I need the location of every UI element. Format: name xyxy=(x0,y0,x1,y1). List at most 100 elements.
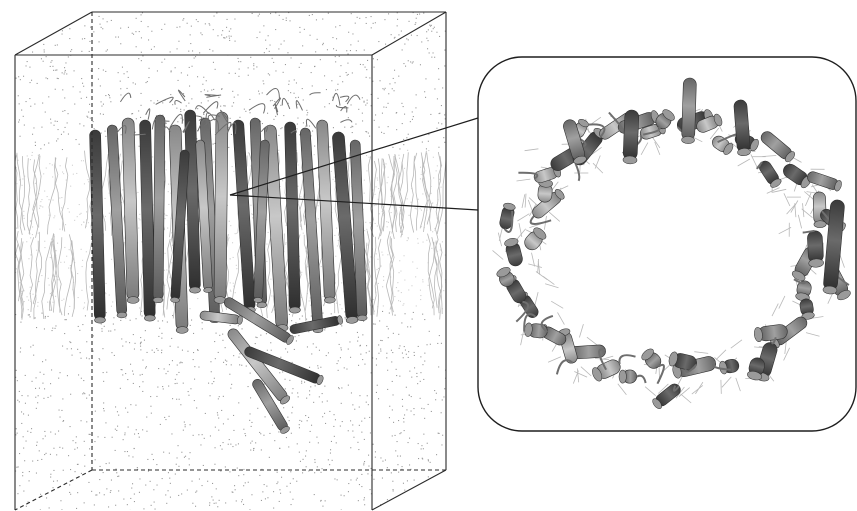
water-dot-icon xyxy=(272,100,273,101)
water-dot-icon xyxy=(190,325,191,326)
water-dot-icon xyxy=(229,40,230,41)
water-dot-icon xyxy=(367,473,368,474)
water-dot-icon xyxy=(44,431,45,432)
water-dot-icon xyxy=(43,438,44,439)
water-dot-icon xyxy=(235,73,236,74)
water-dot-icon xyxy=(406,354,407,355)
water-dot-icon xyxy=(251,494,252,495)
water-dot-icon xyxy=(101,27,102,28)
water-dot-icon xyxy=(198,367,199,368)
water-dot-icon xyxy=(442,435,443,436)
water-dot-icon xyxy=(315,385,316,386)
water-dot-icon xyxy=(16,428,17,429)
water-dot-icon xyxy=(248,482,249,483)
water-dot-icon xyxy=(209,23,210,24)
water-dot-icon xyxy=(324,75,325,76)
water-dot-icon xyxy=(272,58,273,59)
water-dot-icon xyxy=(284,40,285,41)
water-dot-icon xyxy=(341,387,342,388)
water-dot-icon xyxy=(262,491,263,492)
water-dot-icon xyxy=(117,476,118,477)
water-dot-icon xyxy=(357,332,358,333)
water-dot-icon xyxy=(126,341,127,342)
water-dot-icon xyxy=(442,399,443,400)
water-dot-icon xyxy=(19,43,20,44)
water-dot-icon xyxy=(291,504,292,505)
water-dot-icon xyxy=(405,313,406,314)
water-dot-icon xyxy=(82,83,83,84)
water-dot-icon xyxy=(223,37,224,38)
water-dot-icon xyxy=(243,469,244,470)
water-dot-icon xyxy=(405,66,406,67)
water-dot-icon xyxy=(401,103,402,104)
water-dot-icon xyxy=(391,350,392,351)
water-dot-icon xyxy=(397,464,398,465)
water-dot-icon xyxy=(357,442,358,443)
water-dot-icon xyxy=(258,91,259,92)
water-dot-icon xyxy=(141,60,142,61)
water-dot-icon xyxy=(211,371,212,372)
water-dot-icon xyxy=(93,31,94,32)
water-dot-icon xyxy=(212,50,213,51)
water-dot-icon xyxy=(424,353,425,354)
water-dot-icon xyxy=(386,326,387,327)
water-dot-icon xyxy=(183,18,184,19)
water-dot-icon xyxy=(404,414,405,415)
water-dot-icon xyxy=(23,413,24,414)
water-dot-icon xyxy=(177,27,178,28)
water-dot-icon xyxy=(399,348,400,349)
water-dot-icon xyxy=(441,444,442,445)
water-dot-icon xyxy=(64,73,65,74)
water-dot-icon xyxy=(190,452,191,453)
water-dot-icon xyxy=(339,344,340,345)
water-dot-icon xyxy=(161,350,162,351)
water-dot-icon xyxy=(299,427,300,428)
water-dot-icon xyxy=(398,34,399,35)
water-dot-icon xyxy=(337,89,338,90)
water-dot-icon xyxy=(314,66,315,67)
water-dot-icon xyxy=(364,102,365,103)
water-dot-icon xyxy=(361,486,362,487)
water-dot-icon xyxy=(200,32,201,33)
water-dot-icon xyxy=(358,500,359,501)
water-dot-icon xyxy=(410,496,411,497)
water-dot-icon xyxy=(132,483,133,484)
water-dot-icon xyxy=(110,490,111,491)
water-dot-icon xyxy=(27,395,28,396)
water-dot-icon xyxy=(76,508,77,509)
water-dot-icon xyxy=(261,449,262,450)
water-dot-icon xyxy=(238,325,239,326)
water-dot-icon xyxy=(193,352,194,353)
water-dot-icon xyxy=(214,378,215,379)
water-dot-icon xyxy=(307,114,308,115)
water-dot-icon xyxy=(408,134,409,135)
water-dot-icon xyxy=(421,489,422,490)
water-dot-icon xyxy=(57,121,58,122)
water-dot-icon xyxy=(161,29,162,30)
water-dot-icon xyxy=(295,97,296,98)
water-dot-icon xyxy=(229,73,230,74)
water-dot-icon xyxy=(382,311,383,312)
water-dot-icon xyxy=(90,434,91,435)
water-dot-icon xyxy=(395,450,396,451)
water-dot-icon xyxy=(312,85,313,86)
water-dot-icon xyxy=(392,409,393,410)
water-dot-icon xyxy=(259,475,260,476)
water-dot-icon xyxy=(267,113,268,114)
water-dot-icon xyxy=(98,436,99,437)
water-dot-icon xyxy=(19,119,20,120)
water-dot-icon xyxy=(35,32,36,33)
water-dot-icon xyxy=(346,50,347,51)
water-dot-icon xyxy=(308,417,309,418)
water-dot-icon xyxy=(394,90,395,91)
water-dot-icon xyxy=(37,83,38,84)
water-dot-icon xyxy=(83,125,84,126)
water-dot-icon xyxy=(57,78,58,79)
water-dot-icon xyxy=(384,19,385,20)
water-dot-icon xyxy=(104,494,105,495)
water-dot-icon xyxy=(72,355,73,356)
water-dot-icon xyxy=(118,72,119,73)
water-dot-icon xyxy=(371,16,372,17)
water-dot-icon xyxy=(70,51,71,52)
water-dot-icon xyxy=(334,414,335,415)
